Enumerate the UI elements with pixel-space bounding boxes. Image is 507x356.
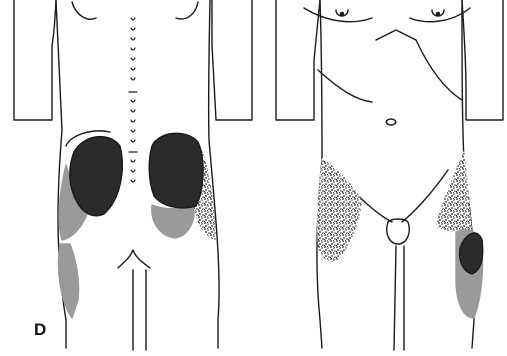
anterior-left-stipple-zone	[317, 158, 362, 262]
anterior-view	[276, 0, 503, 350]
spinous-process-marks	[129, 18, 137, 182]
posterior-right-dark-zone	[149, 133, 203, 208]
rib-margin-lines	[318, 30, 462, 102]
posterior-left-gray-thigh	[59, 244, 79, 318]
leg-inner-lines	[118, 250, 150, 350]
anterior-right-stipple-zone	[436, 150, 472, 232]
anterior-leg-inner-lines	[394, 246, 404, 350]
anterior-left-arm-outline	[276, 0, 320, 120]
navel	[386, 119, 396, 125]
posterior-right-gray-zone	[152, 205, 195, 238]
nipples	[304, 8, 470, 22]
posterior-left-dark-zone	[70, 137, 122, 216]
anterior-right-arm-outline	[462, 0, 503, 120]
genitals	[387, 219, 410, 244]
panel-label: D	[34, 320, 46, 340]
posterior-view	[14, 0, 252, 350]
back-torso-outline-right	[209, 0, 219, 348]
neck-right-line	[176, 2, 198, 19]
right-arm-outline	[212, 0, 252, 120]
neck-left-line	[72, 2, 96, 19]
left-arm-outline	[14, 0, 56, 120]
